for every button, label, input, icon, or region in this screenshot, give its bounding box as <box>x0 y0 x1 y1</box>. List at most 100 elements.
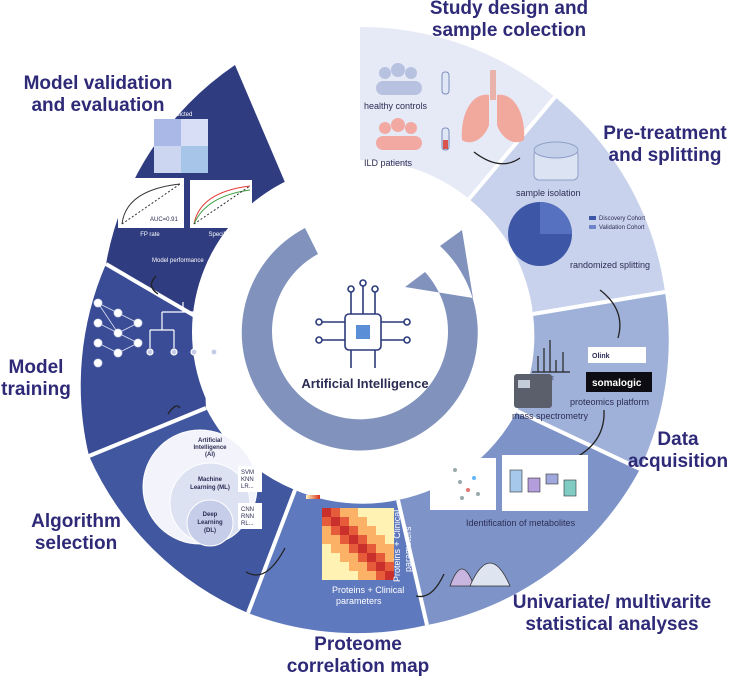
heading-validation-2: and evaluation <box>31 95 164 116</box>
true-label: true <box>137 138 148 144</box>
heading-training-1: Model <box>9 357 64 378</box>
legend-validation: Validation Cohort <box>599 225 645 231</box>
heatmap-cell <box>367 553 376 562</box>
volcano-plot <box>430 458 496 510</box>
confusion-matrix <box>154 119 208 173</box>
people-icon-healthy <box>376 63 422 95</box>
segment-separators <box>88 95 666 626</box>
heatmap-cell <box>358 535 367 544</box>
somalogic-logo <box>586 372 652 392</box>
center-label: Artificial Intelligence <box>301 376 428 391</box>
heatmap-cell <box>385 571 394 580</box>
heatmap-cell <box>358 508 367 517</box>
dl-item-1: CNN <box>241 507 254 513</box>
randomized-splitting-label: randomized splitting <box>570 260 650 270</box>
heatmap-cell <box>349 535 358 544</box>
heatmap-cell <box>340 553 349 562</box>
heatmap-cell <box>322 517 331 526</box>
ml-item-1: SVM <box>241 470 254 476</box>
heatmap-cell <box>376 508 385 517</box>
heatmap-cell <box>340 508 349 517</box>
legend-swatch-discovery <box>589 216 596 220</box>
proteome-vertical-label-1: Proteins + Clinical <box>392 510 402 582</box>
heatmap-cell <box>322 571 331 580</box>
heatmap-cell <box>358 562 367 571</box>
dl-label-1: Deep <box>203 512 218 518</box>
roc-curve-chart <box>118 178 252 228</box>
legend-swatch-validation <box>589 225 596 229</box>
heatmap-cell <box>349 544 358 553</box>
heatmap-cell <box>358 544 367 553</box>
heading-proteome-2: correlation map <box>287 656 430 677</box>
heatmap-cell <box>367 508 376 517</box>
model-performance-label: Model performance <box>152 258 204 264</box>
dl-label-2: Learning <box>197 520 223 526</box>
ild-patients-label: ILD patients <box>364 158 413 168</box>
heading-algorithm-1: Algorithm <box>31 511 121 532</box>
heatmap-cell <box>322 562 331 571</box>
heading-validation-1: Model validation <box>24 73 173 94</box>
heatmap-cell <box>331 562 340 571</box>
heading-stats-2: statistical analyses <box>525 614 698 635</box>
heatmap-cell <box>376 526 385 535</box>
ai-chip-icon <box>315 279 411 368</box>
heatmap-cell <box>349 571 358 580</box>
heatmap-cell <box>376 562 385 571</box>
proteome-vertical-label-2: parameters <box>403 526 413 572</box>
heatmap-cell <box>349 526 358 535</box>
heatmap-cell <box>340 571 349 580</box>
heatmap-cell <box>331 553 340 562</box>
split-pie-chart <box>508 202 572 266</box>
heading-study-2: sample colection <box>432 20 586 41</box>
distribution-curves <box>449 562 511 587</box>
heatmap-cell <box>331 544 340 553</box>
auc-label: AUC=0.91 <box>150 217 179 223</box>
heatmap-cell <box>331 535 340 544</box>
lungs-icon <box>461 70 525 143</box>
heatmap-cell <box>385 526 394 535</box>
heatmap-cell <box>322 535 331 544</box>
flow-arrow-7 <box>150 275 159 295</box>
heatmap-cell <box>385 508 394 517</box>
heading-pretreat-1: Pre-treatment <box>603 123 727 144</box>
proteome-horizontal-label-1: Proteins + Clinical <box>332 585 404 595</box>
olink-logo-text: Olink <box>592 353 610 360</box>
decision-tree-icon <box>146 302 218 356</box>
heatmap-cell <box>367 526 376 535</box>
dl-label-3: (DL) <box>204 528 216 534</box>
heatmap-cell <box>340 517 349 526</box>
heatmap-cell <box>385 562 394 571</box>
heatmap-cell <box>376 544 385 553</box>
cycle-arrow-icon <box>241 228 478 451</box>
identification-label: Identification of metabolites <box>466 518 576 528</box>
flow-arrow-4 <box>415 573 445 598</box>
heatmap-cell <box>376 571 385 580</box>
heading-data-1: Data <box>657 429 699 450</box>
ml-item-2: KNN <box>241 477 254 483</box>
heatmap-cell <box>367 571 376 580</box>
ai-venn-diagram <box>142 429 262 547</box>
heatmap-cell <box>331 526 340 535</box>
somalogic-logo-text: somalogic <box>592 378 642 389</box>
ai-label-1: Artificial <box>198 438 222 444</box>
ai-label-2: Intelligence <box>193 445 227 451</box>
heatmap-cell <box>331 508 340 517</box>
ml-label-1: Machine <box>198 477 223 483</box>
heatmap-scale <box>306 495 320 499</box>
heatmap-cell <box>376 535 385 544</box>
heatmap-cell <box>358 553 367 562</box>
heatmap-cell <box>367 544 376 553</box>
heatmap-cell <box>349 562 358 571</box>
dl-item-2: RNN <box>241 514 254 520</box>
heatmap-cell <box>385 544 394 553</box>
heatmap-cell <box>340 526 349 535</box>
heatmap-cell <box>340 535 349 544</box>
flow-arrow-5 <box>245 547 286 576</box>
sample-isolation-label: sample isolation <box>516 188 581 198</box>
spec-label: Specificity <box>208 232 235 238</box>
proteomics-platform-label: proteomics platform <box>570 397 649 407</box>
olink-logo <box>588 347 646 363</box>
heatmap-cell <box>331 571 340 580</box>
heatmap-cell <box>349 508 358 517</box>
